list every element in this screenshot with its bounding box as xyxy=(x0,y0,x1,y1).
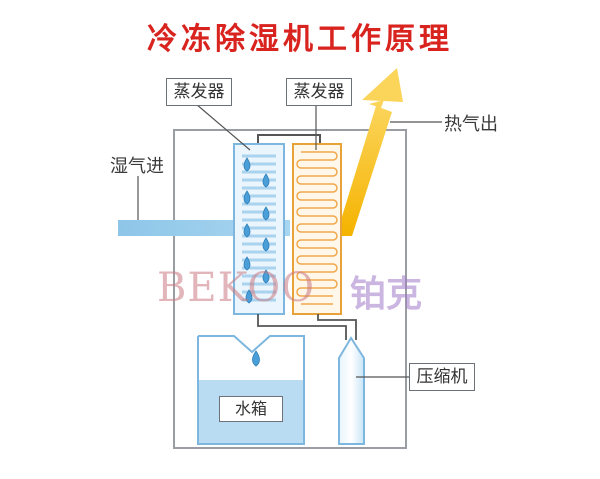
evaporator-left-label: 蒸发器 xyxy=(166,78,232,106)
evaporator-coil-left xyxy=(233,143,285,315)
compressor-label: 压缩机 xyxy=(409,363,475,391)
hot-air-out-label: 热气出 xyxy=(444,114,498,135)
water-droplets xyxy=(243,157,270,304)
evaporator-right-label: 蒸发器 xyxy=(286,78,352,106)
leader-evaporator-left xyxy=(195,103,251,151)
watermark-latin: BEKOO xyxy=(157,265,315,311)
watermark-chinese: 铂克 xyxy=(350,273,423,315)
refrigerant-pipe-right xyxy=(317,314,357,340)
evaporator-coil-right xyxy=(292,143,342,315)
humid-air-in-label: 湿气进 xyxy=(110,156,164,177)
diagram-title: 冷冻除湿机工作原理 xyxy=(147,22,453,57)
refrigerant-pipe-top xyxy=(257,134,321,145)
compressor xyxy=(338,336,365,445)
cabinet-frame xyxy=(173,129,407,449)
refrigerant-pipe-left xyxy=(257,314,347,340)
water-tank xyxy=(197,335,305,445)
water-tank-label: 水箱 xyxy=(219,396,283,422)
